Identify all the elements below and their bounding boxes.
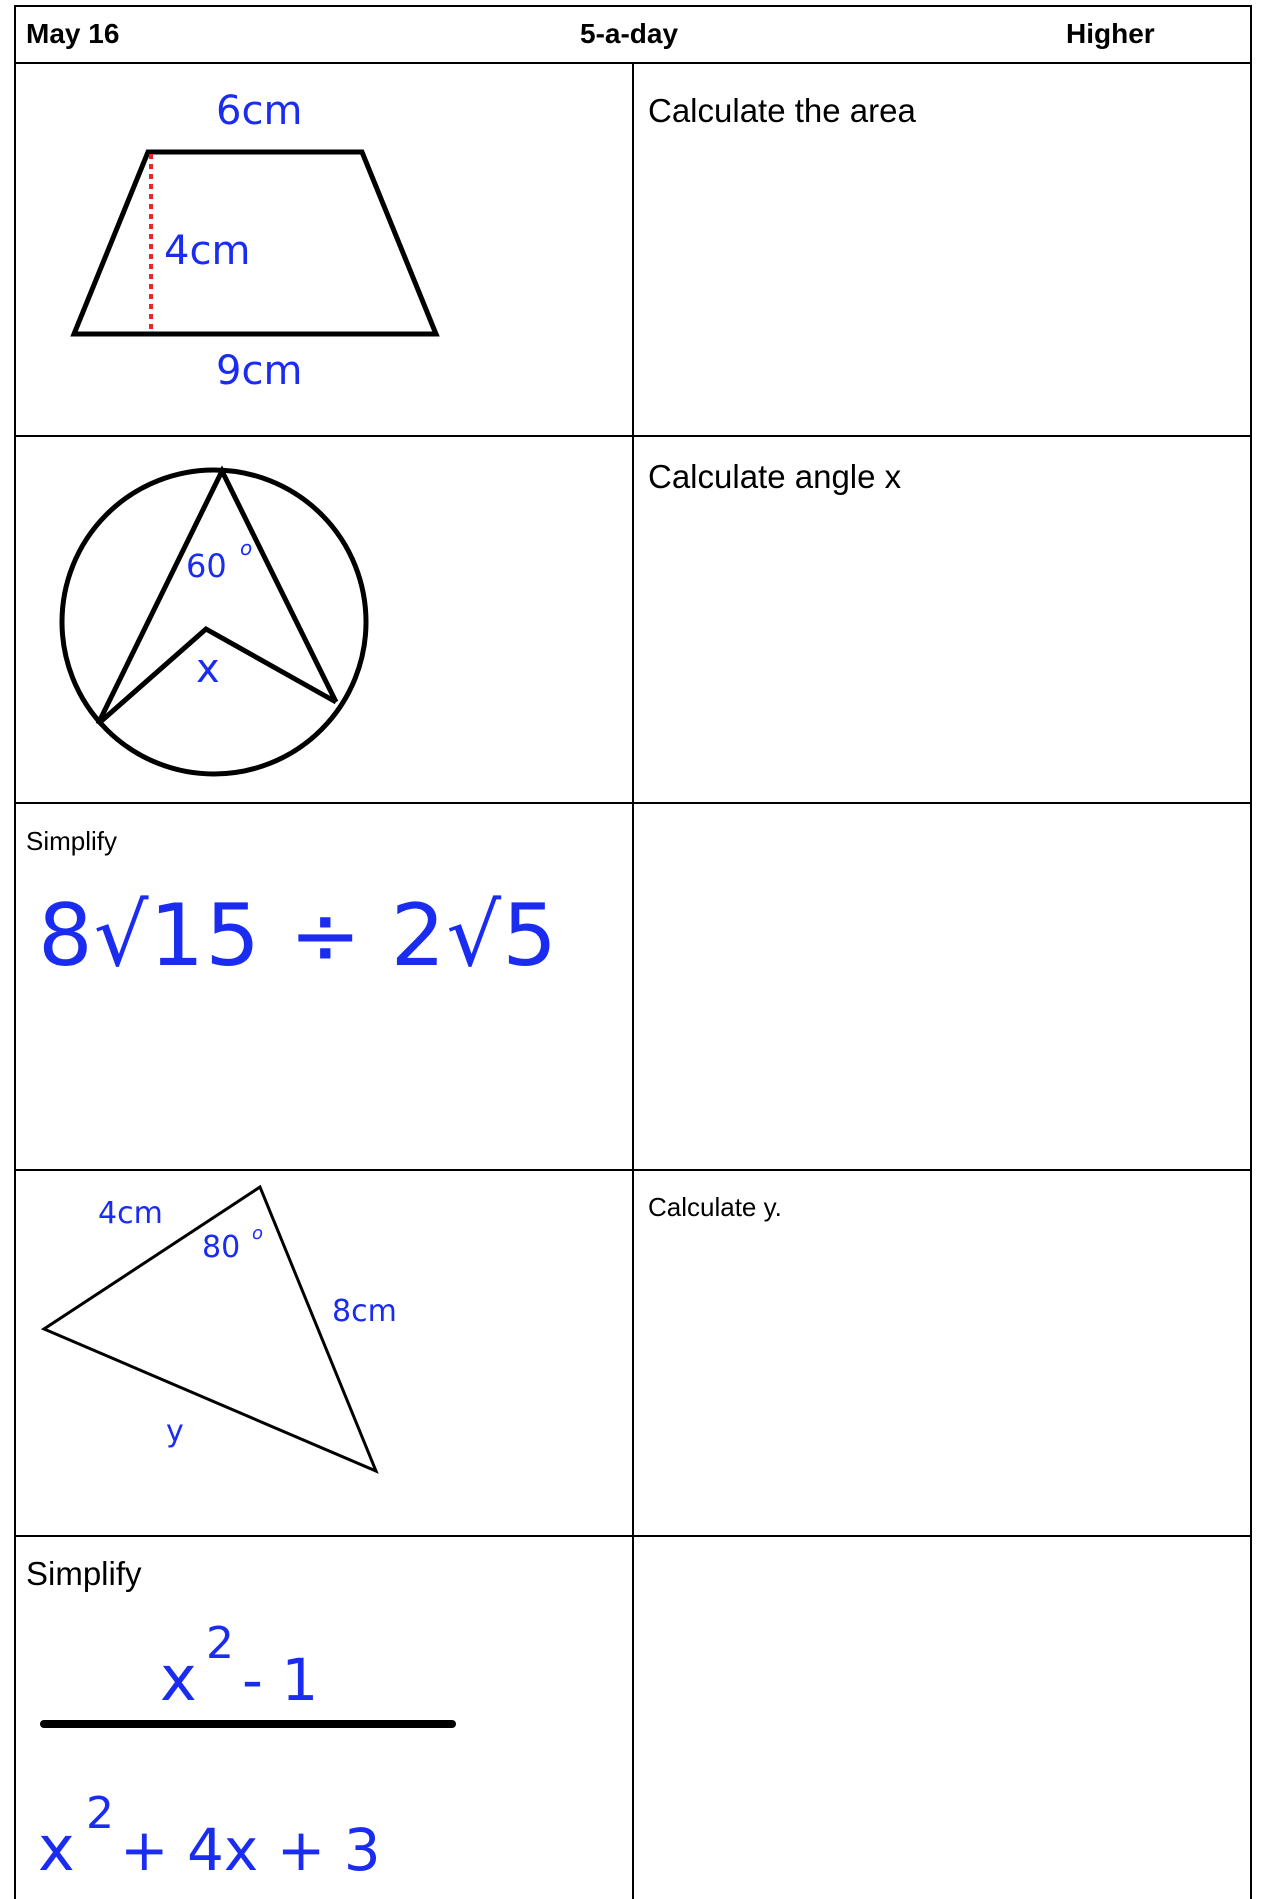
table-border-top [14,5,1252,7]
angle-x-label: x [196,646,220,692]
header-title: 5-a-day [580,18,679,49]
column-divider [632,62,634,1899]
side-y-label: y [166,1414,184,1449]
table-border-right [1250,5,1252,1899]
trapezium-height-label: 4cm [164,228,250,274]
q5-prompt: Simplify [26,1555,142,1592]
side-8cm-label: 8cm [332,1294,397,1329]
degree-symbol: o [240,536,252,560]
algebraic-fraction: x 2 - 1 x 2 + 4x + 3 [38,1618,456,1885]
q1-prompt: Calculate the area [648,92,916,129]
q2-prompt: Calculate angle x [648,458,902,495]
numerator-exponent: 2 [206,1618,234,1669]
trapezium-bottom-label: 9cm [216,348,302,394]
header-date: May 16 [26,18,120,49]
header-level: Higher [1066,18,1155,49]
circle-theorem-diagram: 60 o x [59,465,369,777]
side-4cm-label: 4cm [98,1196,163,1231]
surd-expression: 8√15 ÷ 2√5 [38,886,558,986]
denominator-exponent: 2 [86,1788,114,1839]
angle-60-label: 60 [186,547,227,585]
q4-prompt: Calculate y. [648,1192,782,1222]
q3-prompt: Simplify [26,826,118,856]
denominator-rest: + 4x + 3 [120,1816,381,1884]
triangle-diagram: 4cm 80 o 8cm y [40,1184,397,1474]
denominator-base: x [38,1812,75,1885]
trapezium-top-label: 6cm [216,88,302,134]
numerator-base: x [160,1642,197,1715]
numerator-rest: - 1 [242,1646,318,1714]
trapezium-diagram: 6cm 4cm 9cm [70,88,440,394]
degree-symbol: o [252,1223,263,1244]
table-border-left [14,5,16,1899]
angle-80-label: 80 [202,1230,240,1265]
